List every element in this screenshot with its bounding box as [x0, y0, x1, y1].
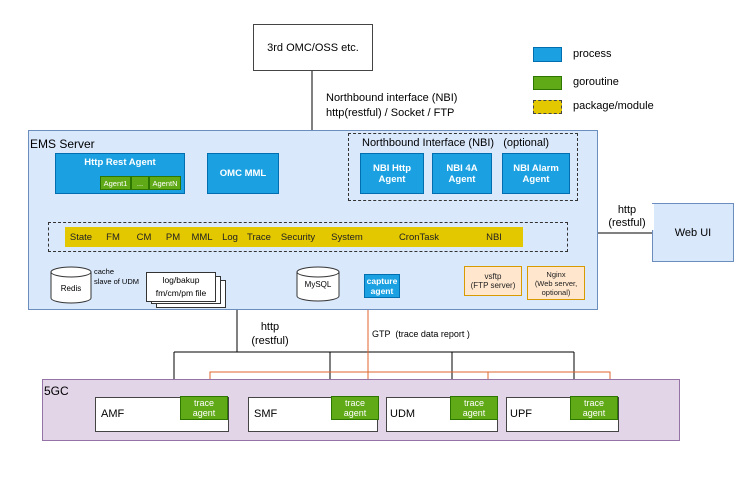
nbi-http-agent-line2: Agent — [378, 173, 406, 185]
legend-process-label: process — [573, 48, 612, 60]
capture-agent-line1: capture — [366, 276, 398, 286]
module-state: State — [65, 227, 97, 247]
gtp-label: GTP (trace data report ) — [372, 329, 470, 339]
amf-trace-agent-line1: trace — [193, 398, 214, 408]
agent-ellipsis-goroutine: ... — [131, 176, 149, 190]
cache-note-line2: slave of UDM — [94, 277, 140, 286]
module-pm: PM — [159, 227, 187, 247]
module-nbi: NBI — [465, 227, 523, 247]
nf-upf-label: UPF — [510, 408, 532, 420]
module-crontask: CronTask — [373, 227, 465, 247]
module-group — [48, 222, 568, 252]
nf-amf-label: AMF — [101, 408, 125, 420]
mysql-cylinder-icon — [296, 266, 340, 302]
nbi-alarm-agent: NBI Alarm Agent — [502, 153, 570, 194]
nginx-line2: (Web server, — [534, 278, 578, 288]
capture-agent: capture agent — [364, 274, 400, 298]
nbi-http-agent: NBI Http Agent — [360, 153, 424, 194]
web-ui-box: Web UI — [652, 203, 734, 262]
file-stack-line1: log/bakup — [162, 275, 200, 285]
nbi-group-title: Northbound Interface (NBI) (optional) — [362, 137, 550, 149]
http-restful-line2: (restful) — [251, 335, 289, 347]
legend-package-swatch — [533, 100, 562, 114]
nbi-http-agent-line1: NBI Http — [373, 162, 411, 174]
amf-trace-agent-line2: agent — [192, 408, 216, 418]
vsftp-line1: vsftp — [484, 272, 502, 281]
nginx-box: Nginx (Web server, optional) — [527, 266, 585, 300]
module-trace: Trace — [243, 227, 275, 247]
fivegc-title: 5GC — [44, 384, 69, 398]
nbi-4a-agent: NBI 4A Agent — [432, 153, 492, 194]
web-ui-link-label: http (restful) — [600, 204, 654, 230]
nginx-line3: optional) — [541, 287, 571, 297]
http-restful-line1: http — [260, 321, 280, 333]
redis-cylinder-icon — [50, 266, 92, 304]
smf-trace-agent-line2: agent — [343, 408, 367, 418]
http-rest-agent-label: Http Rest Agent — [84, 157, 156, 168]
nbi-interface-label-line2: http(restful) / Socket / FTP — [326, 107, 455, 119]
nf-udm-label: UDM — [390, 408, 416, 420]
smf-trace-agent: trace agent — [331, 396, 379, 420]
module-cm: CM — [129, 227, 159, 247]
legend-process-swatch — [533, 47, 562, 62]
cache-note-line1: cache — [94, 267, 115, 276]
upf-trace-agent-line1: trace — [583, 398, 604, 408]
web-ui-link-line2: (restful) — [608, 217, 646, 229]
agent-1-goroutine: Agent1 — [100, 176, 131, 190]
capture-agent-line2: agent — [370, 286, 394, 296]
nbi-4a-agent-line1: NBI 4A — [446, 162, 478, 174]
amf-trace-agent: trace agent — [180, 396, 228, 420]
mysql-label: MySQL — [304, 280, 332, 289]
third-party-omc-box: 3rd OMC/OSS etc. — [253, 24, 373, 71]
module-log: Log — [217, 227, 243, 247]
vsftp-line2: (FTP server) — [470, 281, 516, 290]
upf-trace-agent-line2: agent — [582, 408, 606, 418]
smf-trace-agent-line1: trace — [344, 398, 365, 408]
ems-server-title: EMS Server — [30, 137, 95, 151]
legend-goroutine-label: goroutine — [573, 76, 619, 88]
web-ui-link-line1: http — [617, 204, 637, 216]
nbi-alarm-agent-line2: Agent — [522, 173, 550, 185]
udm-trace-agent: trace agent — [450, 396, 498, 420]
udm-trace-agent-line1: trace — [463, 398, 484, 408]
nbi-4a-agent-line2: Agent — [448, 173, 476, 185]
cache-note: cache slave of UDM — [94, 267, 139, 287]
module-fm: FM — [97, 227, 129, 247]
agent-n-goroutine: AgentN — [149, 176, 181, 190]
udm-trace-agent-line2: agent — [462, 408, 486, 418]
omc-mml-process: OMC MML — [207, 153, 279, 194]
upf-trace-agent: trace agent — [570, 396, 618, 420]
nf-smf-label: SMF — [254, 408, 278, 420]
vsftp-box: vsftp (FTP server) — [464, 266, 522, 296]
http-restful-label: http (restful) — [240, 320, 300, 348]
nbi-alarm-agent-line1: NBI Alarm — [513, 162, 559, 174]
nginx-line1: Nginx — [546, 269, 566, 279]
file-stack-front: log/bakup fm/cm/pm file — [146, 272, 216, 302]
file-stack-line2: fm/cm/pm file — [155, 288, 207, 298]
legend-package-label: package/module — [573, 100, 654, 112]
legend-goroutine-swatch — [533, 76, 562, 90]
module-system: System — [321, 227, 373, 247]
nbi-group — [348, 133, 578, 201]
nbi-interface-label-line1: Northbound interface (NBI) — [326, 92, 458, 104]
module-security: Security — [275, 227, 321, 247]
redis-label: Redis — [60, 284, 82, 293]
module-mml: MML — [187, 227, 217, 247]
